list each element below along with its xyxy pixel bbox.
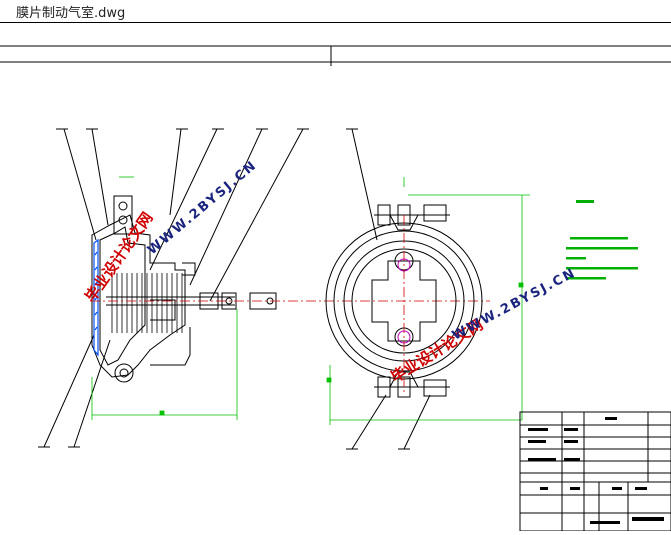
window-title: 膜片制动气室.dwg [16, 6, 126, 21]
left-section-view [38, 128, 309, 448]
watermark-right-url: WWW.2BYSJ.CN [450, 265, 579, 343]
diaphragm-hatch [93, 238, 99, 357]
cad-drawing: 毕业设计论文网 WWW.2BYSJ.CN 毕业设计论文网 WWW.2BYSJ.C… [38, 128, 671, 532]
toolbar-area [0, 22, 671, 66]
right-dimensions [326, 177, 530, 425]
drawing-canvas[interactable]: 毕业设计论文网 WWW.2BYSJ.CN 毕业设计论文网 WWW.2BYSJ.C… [0, 65, 671, 532]
watermark-left: 毕业设计论文网 WWW.2BYSJ.CN [82, 158, 261, 306]
toolbar-lines [0, 45, 671, 66]
technical-notes [566, 200, 638, 280]
watermark-left-url: WWW.2BYSJ.CN [145, 158, 260, 258]
window-title-bar: 膜片制动气室.dwg [0, 0, 671, 22]
title-block-text [528, 417, 664, 524]
left-dimensions [91, 176, 238, 420]
watermark-right: 毕业设计论文网 WWW.2BYSJ.CN [388, 265, 579, 386]
